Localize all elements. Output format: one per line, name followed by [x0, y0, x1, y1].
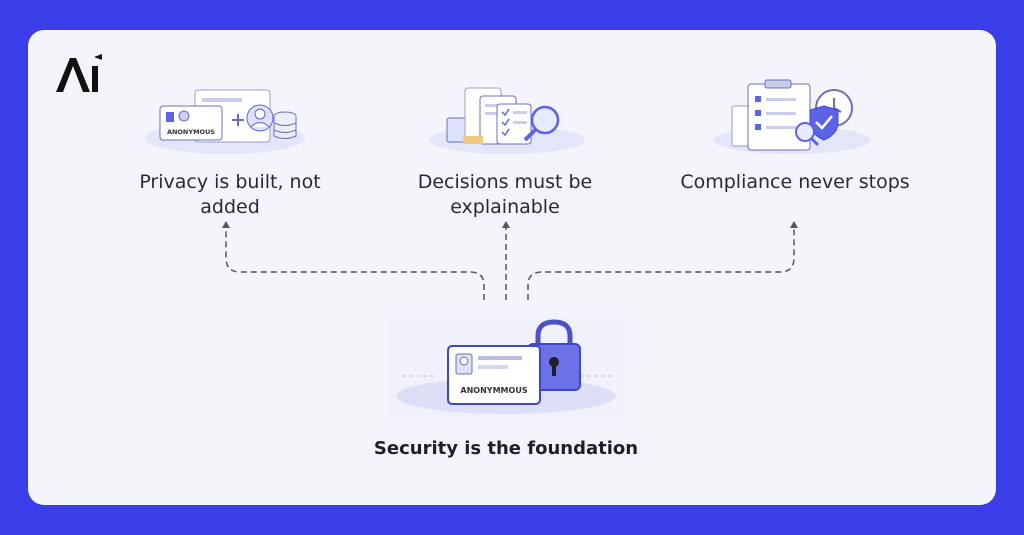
connector-privacy — [225, 228, 485, 300]
documents-magnifier-icon — [429, 87, 585, 154]
arrowhead-privacy — [222, 221, 230, 228]
arrowhead-compliance — [790, 221, 798, 228]
pillar-label-decisions: Decisions must be explainable — [417, 171, 593, 218]
ai-logo-icon — [56, 54, 102, 92]
checklist-shield-clock-icon — [714, 79, 870, 154]
connector-compliance — [527, 228, 795, 300]
pillar-label-compliance: Compliance never stops — [680, 171, 910, 193]
pillar-label-privacy: Privacy is built, not added — [139, 171, 321, 218]
anonymous-badge: ANONYMOUS — [167, 128, 215, 136]
anonymous-id-badge: ANONYMMOUS — [460, 386, 527, 395]
anonymous-id-database-icon: ANONYMOUS — [145, 89, 305, 154]
foundation-label: Security is the foundation — [373, 438, 639, 459]
arrowhead-decisions — [502, 221, 510, 228]
id-card-padlock-icon: ANONYMMOUS — [388, 318, 624, 418]
